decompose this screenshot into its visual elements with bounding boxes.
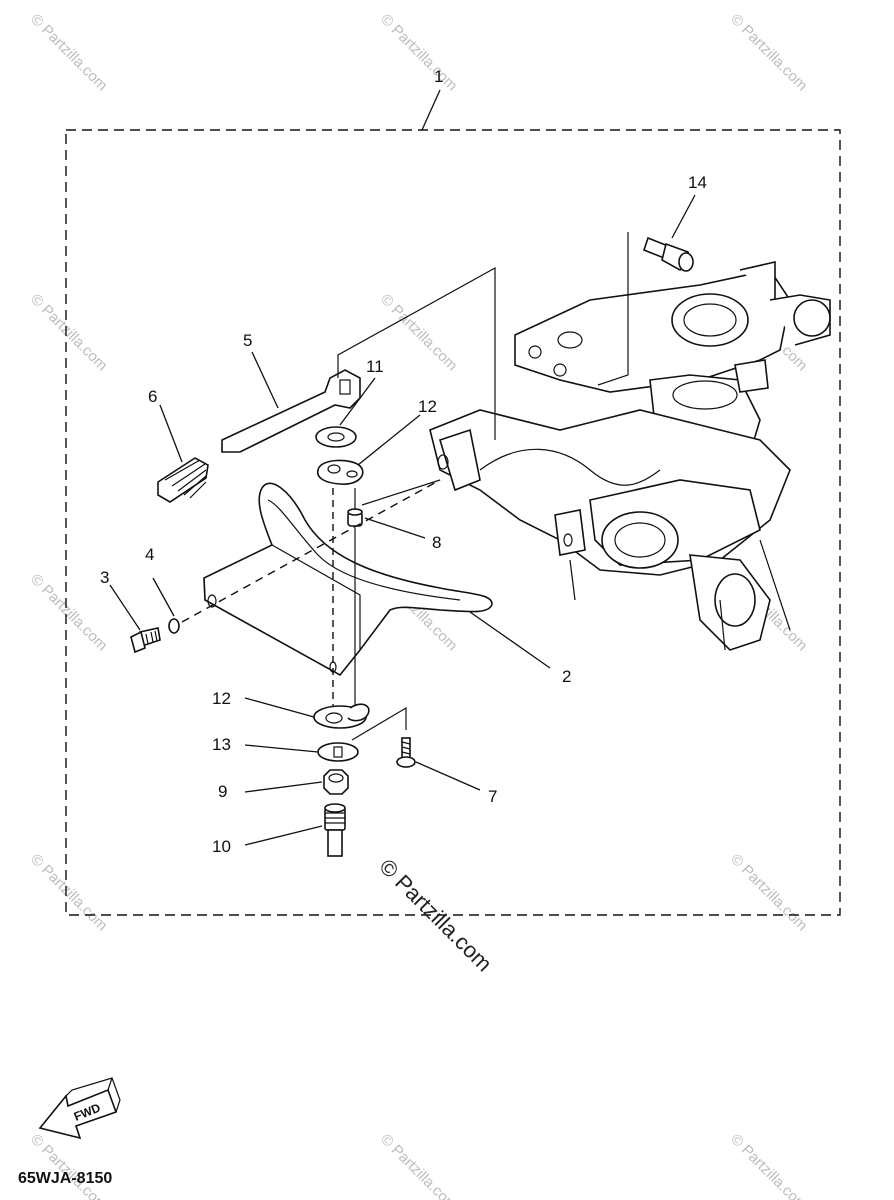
callout-10: 10 xyxy=(212,837,231,856)
watermark: © Partzilla.com xyxy=(27,291,110,374)
watermark: © Partzilla.com xyxy=(27,1131,110,1200)
alignment-line xyxy=(181,479,441,623)
leader-lines xyxy=(109,89,696,846)
callout-4: 4 xyxy=(145,545,154,564)
rubber-grip xyxy=(157,457,209,503)
trim-rod-bracket xyxy=(203,482,493,677)
plate-washer-hole xyxy=(327,464,341,474)
callout-7: 7 xyxy=(488,787,497,806)
grease-nipple xyxy=(643,236,694,272)
callout-12-lower: 12 xyxy=(212,689,231,708)
bolt xyxy=(130,627,161,654)
watermark: © Partzilla.com xyxy=(27,571,110,654)
screw xyxy=(396,737,416,768)
drawing-code: 65WJA-8150 xyxy=(18,1170,112,1187)
fwd-arrow-icon: FWD xyxy=(38,1077,121,1140)
guide-line xyxy=(337,266,496,440)
callout-14: 14 xyxy=(688,173,707,192)
callout-8: 8 xyxy=(432,533,441,552)
watermark: © Partzilla.com xyxy=(727,11,810,94)
callout-9: 9 xyxy=(218,782,227,801)
watermark: © Partzilla.com xyxy=(377,1131,460,1200)
trim-rod-bushing xyxy=(324,803,346,857)
callout-6: 6 xyxy=(148,387,157,406)
callout-5: 5 xyxy=(243,331,252,350)
lower-washer-ear xyxy=(347,703,370,722)
callout-2: 2 xyxy=(562,667,571,686)
plate-washer-hole xyxy=(346,470,358,478)
callout-12-upper: 12 xyxy=(418,397,437,416)
callout-3: 3 xyxy=(100,568,109,587)
washer-hole xyxy=(327,432,345,442)
slotted-plate xyxy=(317,742,359,762)
washer xyxy=(315,426,357,448)
watermark: © Partzilla.com xyxy=(727,1131,810,1200)
lower-washer-hole xyxy=(325,712,343,724)
alignment-line xyxy=(351,706,407,741)
watermark: © Partzilla.com xyxy=(377,11,460,94)
engine-bracket-assembly xyxy=(429,260,831,651)
nut xyxy=(323,769,349,795)
watermark: © Partzilla.com xyxy=(27,11,110,94)
spring-washer xyxy=(168,618,180,634)
alignment-line xyxy=(361,479,441,506)
callout-1: 1 xyxy=(434,67,443,86)
callout-11: 11 xyxy=(366,357,384,376)
callout-13: 13 xyxy=(212,735,231,754)
slotted-plate-slot xyxy=(333,746,343,758)
watermark: © Partzilla.com xyxy=(727,851,810,934)
watermark: © Partzilla.com xyxy=(27,851,110,934)
callout-labels: 1 14 5 11 6 12 8 4 3 2 12 13 9 7 10 xyxy=(100,67,707,856)
assembly-boundary xyxy=(65,129,841,916)
guide-line xyxy=(597,232,629,386)
watermark: © Partzilla.com xyxy=(377,291,460,374)
